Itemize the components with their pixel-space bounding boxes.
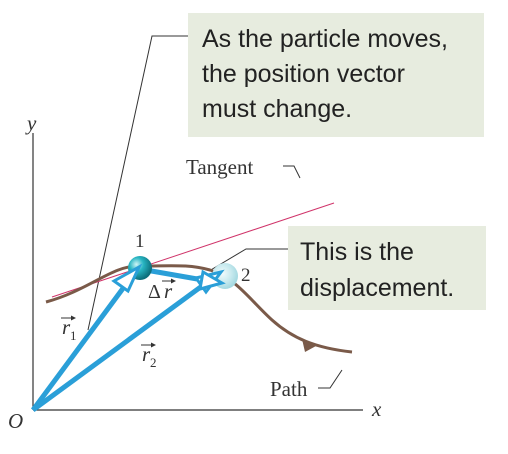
tangent-leader — [283, 165, 301, 179]
path-label: Path — [270, 377, 308, 401]
particle-path — [45, 264, 353, 354]
r2-label: r 2 — [141, 342, 157, 370]
r1-subscript: 1 — [70, 328, 77, 343]
callout-displacement-line-1: This is the — [300, 238, 414, 266]
r2-subscript: 2 — [150, 355, 157, 370]
path-leader — [318, 369, 343, 389]
vector-arrow-icon — [151, 342, 156, 348]
vector-arrow-icon — [171, 278, 176, 284]
callout-top-line-1: As the particle moves, — [202, 25, 448, 53]
point-1-label: 1 — [135, 231, 145, 252]
path-direction-arrow — [302, 339, 316, 352]
r1-symbol: r — [62, 315, 71, 339]
delta-r-label: Δ r — [148, 278, 176, 303]
tangent-label: Tangent — [186, 155, 254, 179]
x-axis-label: x — [371, 397, 382, 421]
point-2-label: 2 — [241, 265, 251, 286]
callout-displacement-line-2: displacement. — [300, 274, 454, 302]
r2-symbol: r — [142, 342, 151, 366]
tangent-line — [51, 202, 335, 298]
callout-top-leader — [87, 35, 188, 331]
origin-label: O — [8, 409, 23, 433]
y-axis-label: y — [25, 111, 37, 135]
vector-arrow-icon — [71, 315, 76, 321]
callout-top-box — [188, 13, 484, 137]
r1-label: r 1 — [61, 315, 77, 343]
callout-top-line-3: must change. — [202, 95, 352, 123]
delta-r-symbol: r — [164, 279, 173, 303]
vector-r1 — [30, 285, 127, 412]
callout-top-line-2: the position vector — [202, 60, 405, 88]
callout-displacement-box — [288, 226, 486, 310]
delta-symbol: Δ — [148, 281, 161, 303]
vector-r1-arrowhead — [111, 263, 143, 294]
vector-r2 — [31, 283, 204, 413]
vector-delta-r-arrowhead — [198, 269, 226, 292]
